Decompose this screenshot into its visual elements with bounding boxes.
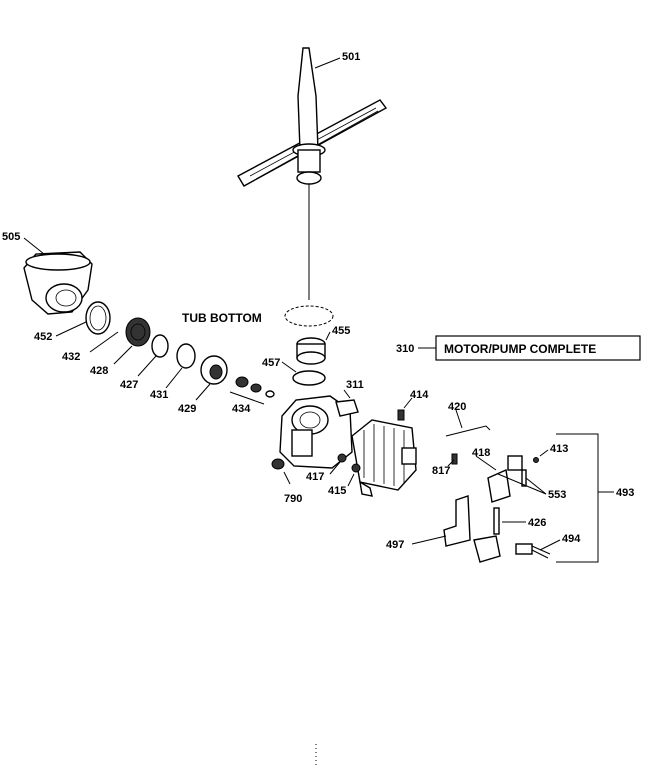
motor-pump-complete-box [435, 335, 641, 361]
label-413: 413 [550, 443, 568, 455]
group-bracket-493 [556, 433, 599, 563]
impeller-428 [125, 317, 151, 347]
label-452: 452 [34, 331, 52, 343]
pump-housing-311 [279, 395, 359, 469]
label-415: 415 [328, 485, 346, 497]
pins-553 [521, 469, 527, 487]
label-417: 417 [306, 471, 324, 483]
label-455: 455 [332, 325, 350, 337]
label-432: 432 [62, 351, 80, 363]
pin-413 [533, 457, 539, 463]
nut-417 [337, 453, 347, 463]
spray-arm-501 [237, 47, 388, 300]
label-418: 418 [472, 447, 490, 459]
label-426: 426 [528, 517, 546, 529]
label-tub-bottom: TUB BOTTOM [182, 311, 262, 325]
label-427: 427 [120, 379, 138, 391]
parts-434 [235, 376, 275, 398]
switch-418 [487, 455, 523, 503]
impeller-429 [200, 355, 228, 385]
seal-455 [296, 337, 326, 365]
seal-ring-432 [85, 301, 111, 335]
rod-420 [445, 425, 491, 437]
bracket-497 [443, 495, 501, 563]
label-493: 493 [616, 487, 634, 499]
label-501: 501 [342, 51, 360, 63]
label-457: 457 [262, 357, 280, 369]
washer-415 [351, 463, 361, 473]
label-429: 429 [178, 403, 196, 415]
housing-505 [23, 251, 93, 315]
label-311: 311 [346, 379, 364, 391]
strap-426 [493, 507, 500, 535]
label-motor-pump-complete: MOTOR/PUMP COMPLETE [444, 342, 596, 356]
ring-427 [151, 334, 169, 358]
label-497: 497 [386, 539, 404, 551]
label-428: 428 [90, 365, 108, 377]
ring-431 [176, 343, 196, 369]
screw-817 [451, 453, 458, 465]
label-790: 790 [284, 493, 302, 505]
label-553: 553 [548, 489, 566, 501]
label-505: 505 [2, 231, 20, 243]
label-310: 310 [396, 343, 414, 355]
label-494: 494 [562, 533, 581, 545]
label-431: 431 [150, 389, 168, 401]
connector-494 [515, 543, 551, 559]
screw-414 [397, 409, 405, 421]
clamp-457 [292, 370, 326, 386]
grommet-790 [271, 458, 285, 470]
label-420: 420 [448, 401, 466, 413]
label-434: 434 [232, 403, 251, 415]
label-414: 414 [410, 389, 429, 401]
label-817: 817 [432, 465, 450, 477]
motor [351, 419, 417, 497]
